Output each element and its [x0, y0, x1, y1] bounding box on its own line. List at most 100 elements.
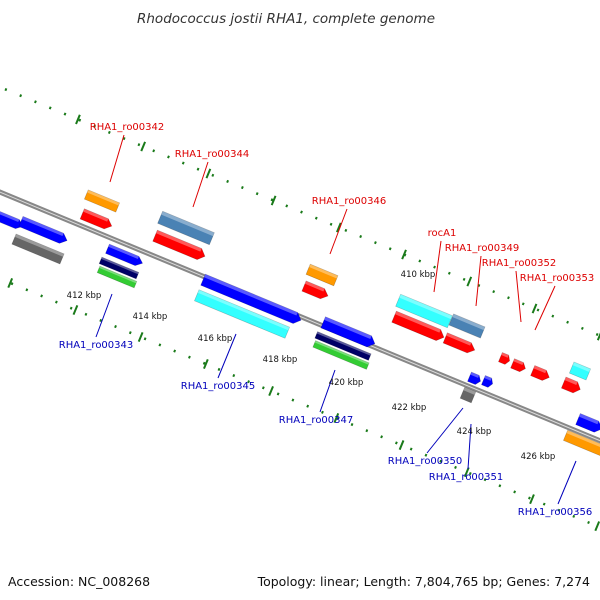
gene-gray-350-shine: [463, 387, 476, 395]
gene-red-right-shine: [564, 377, 578, 385]
gene-label-rocA1: rocA1: [428, 228, 457, 239]
gene-blue-343-shape: [105, 243, 143, 266]
gene-red-349: [442, 332, 476, 354]
tick-label-412: 412 kbp: [67, 291, 102, 301]
gene-orange-346-shine: [309, 264, 338, 279]
gene-blue-351-shine: [484, 375, 492, 381]
tick-label-416: 416 kbp: [198, 334, 233, 344]
gene-navy-343-shine: [101, 257, 139, 275]
gene-orange-346-shape: [305, 263, 339, 287]
gene-green-347: [312, 340, 370, 370]
bottom-tick-8: [529, 494, 535, 505]
gene-labels-bottom: RHA1_ro00343 RHA1_ro00345 RHA1_ro00347 R…: [59, 340, 593, 518]
leader-ro00344: [192, 161, 209, 208]
gene-blue-left-shine: [0, 211, 20, 223]
gene-label-ro00342: RHA1_ro00342: [90, 122, 165, 133]
gene-navy-347-shape: [314, 331, 372, 361]
tick-label-422: 422 kbp: [392, 403, 427, 413]
gene-label-ro00351: RHA1_ro00351: [429, 472, 504, 483]
gene-label-ro00353: RHA1_ro00353: [520, 273, 595, 284]
accession-text: Accession: NC_008268: [8, 574, 150, 589]
gene-red-344: [152, 229, 206, 260]
gene-red-352a-shape: [498, 352, 510, 365]
gene-navy-343: [98, 256, 140, 280]
gene-steel-344-shape: [157, 210, 215, 246]
genome-summary-text: Topology: linear; Length: 7,804,765 bp; …: [257, 574, 590, 589]
gene-label-ro00343: RHA1_ro00343: [59, 340, 134, 351]
scale-labels: 410 kbp 412 kbp 414 kbp 416 kbp 418 kbp …: [67, 270, 556, 462]
tick-label-424: 424 kbp: [457, 427, 492, 437]
gene-green-343: [96, 265, 138, 289]
gene-cyan-rocA1-shine: [399, 294, 453, 320]
tick-label-410: 410 kbp: [401, 270, 436, 280]
gene-red-352a: [498, 352, 510, 365]
gene-cyan-right-shape: [568, 361, 592, 381]
top-tick-1: [140, 141, 146, 152]
gene-blue-347-shape: [320, 316, 376, 348]
gene-label-ro00345: RHA1_ro00345: [181, 381, 256, 392]
tick-label-420: 420 kbp: [329, 378, 364, 388]
leader-ro00349: [475, 255, 482, 307]
gene-blue-347-shine: [324, 316, 372, 339]
gene-cyan-345: [194, 289, 290, 339]
gene-label-ro00347: RHA1_ro00347: [279, 415, 354, 426]
leader-ro00353: [534, 285, 556, 331]
backbone-highlight: [0, 191, 600, 442]
gene-gray-1-shape: [11, 233, 65, 265]
tick-label-418: 418 kbp: [263, 355, 298, 365]
top-tick-2: [205, 168, 212, 179]
gene-labels-top: RHA1_ro00342 RHA1_ro00344 RHA1_ro00346 r…: [90, 122, 595, 284]
gene-red-352-shine: [513, 358, 524, 366]
gene-blue-1: [18, 215, 68, 244]
gene-blue-left: [0, 210, 24, 229]
gene-blue-350-shape: [467, 371, 481, 385]
gene-red-rocA1-shine: [395, 311, 441, 333]
tick-marks: [7, 114, 600, 532]
gene-orange-356-shape: [563, 429, 600, 457]
gene-red-right: [560, 376, 581, 394]
gene-cyan-right: [568, 361, 592, 381]
gene-features: [0, 189, 600, 457]
gene-blue-356-shape: [575, 413, 600, 433]
gene-red-349-shine: [446, 332, 472, 346]
top-tick-5: [401, 249, 407, 260]
gene-blue-343: [105, 243, 143, 266]
gene-gray-1-shine: [14, 233, 65, 257]
gene-orange-356: [563, 429, 600, 457]
gene-red-352: [510, 358, 526, 373]
gene-red-342: [79, 208, 113, 230]
gene-green-343-shape: [96, 265, 138, 289]
gene-blue-356-shine: [578, 413, 599, 425]
gene-label-ro00346: RHA1_ro00346: [312, 196, 387, 207]
gene-blue-356: [575, 413, 600, 433]
gene-blue-351-shape: [481, 375, 493, 388]
gene-red-353-shine: [533, 365, 547, 374]
gene-blue-350: [467, 371, 481, 385]
gene-label-ro00349: RHA1_ro00349: [445, 243, 520, 254]
gene-red-353-shape: [530, 365, 550, 381]
gene-green-347-shape: [312, 340, 370, 370]
gene-blue-345: [200, 273, 302, 324]
gene-red-346-shine: [304, 280, 325, 292]
gene-gray-350-shape: [459, 386, 477, 404]
leader-ro00342: [109, 134, 125, 183]
leader-ro00351: [467, 423, 472, 470]
leader-ro00346: [329, 208, 348, 255]
gene-blue-1-shine: [21, 216, 64, 237]
gene-red-342-shape: [79, 208, 113, 230]
gene-steel-344-shine: [161, 211, 215, 237]
gene-red-353: [530, 365, 550, 381]
label-leaders: [95, 134, 577, 505]
bottom-tick-6: [398, 440, 405, 451]
gene-blue-350-shine: [470, 372, 480, 378]
gene-blue-351: [481, 375, 493, 388]
bottom-tick-0: [7, 277, 14, 288]
gene-orange-342-shape: [83, 189, 121, 213]
gene-label-ro00344: RHA1_ro00344: [175, 149, 250, 160]
gene-label-ro00350: RHA1_ro00350: [388, 456, 463, 467]
leader-ro00343: [95, 293, 113, 338]
dotted-tracks: [0, 85, 600, 529]
gene-cyan-right-shine: [572, 362, 591, 373]
top-tick-0: [75, 114, 81, 125]
gene-navy-343-shape: [98, 256, 140, 280]
